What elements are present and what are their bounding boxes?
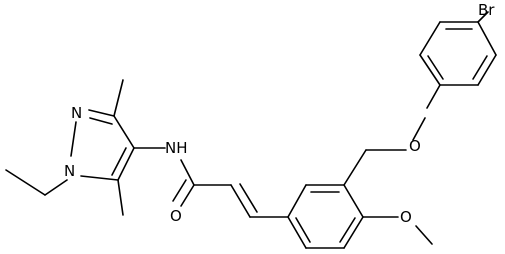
ch2-ring-bond	[343, 149, 367, 186]
ether-oxygen-label: O	[409, 137, 421, 155]
pyrazole-n2-label: N	[71, 104, 82, 122]
pyrazole-n1-label: N	[64, 162, 75, 180]
ring-o-bond	[426, 84, 441, 109]
carbonyl-double-bond-1	[180, 184, 195, 207]
c-br-bond	[477, 11, 489, 23]
central-benzene-ring	[287, 184, 364, 249]
methyl-3-bond	[113, 79, 124, 117]
vinyl-double-bond-2	[239, 183, 258, 213]
amide-nh-label: NH	[165, 139, 188, 157]
carbonyl-oxygen-label: O	[170, 207, 182, 225]
vinyl-double-bond-1	[230, 184, 251, 218]
ethyl-bond-2	[5, 169, 46, 196]
carbonyl-n-bond	[180, 159, 195, 186]
o-ch2-bond-1	[412, 117, 426, 141]
methyl-5-bond	[117, 179, 124, 216]
o-methyl-bond	[415, 225, 433, 245]
ethyl-bond-1	[44, 179, 68, 196]
methoxy-oxygen-label: O	[400, 208, 412, 226]
bromophenyl-ring	[419, 21, 497, 86]
bromine-label: Br	[478, 1, 495, 19]
carbonyl-double-bond-2	[172, 179, 187, 202]
pyrazole-ring	[70, 109, 135, 181]
